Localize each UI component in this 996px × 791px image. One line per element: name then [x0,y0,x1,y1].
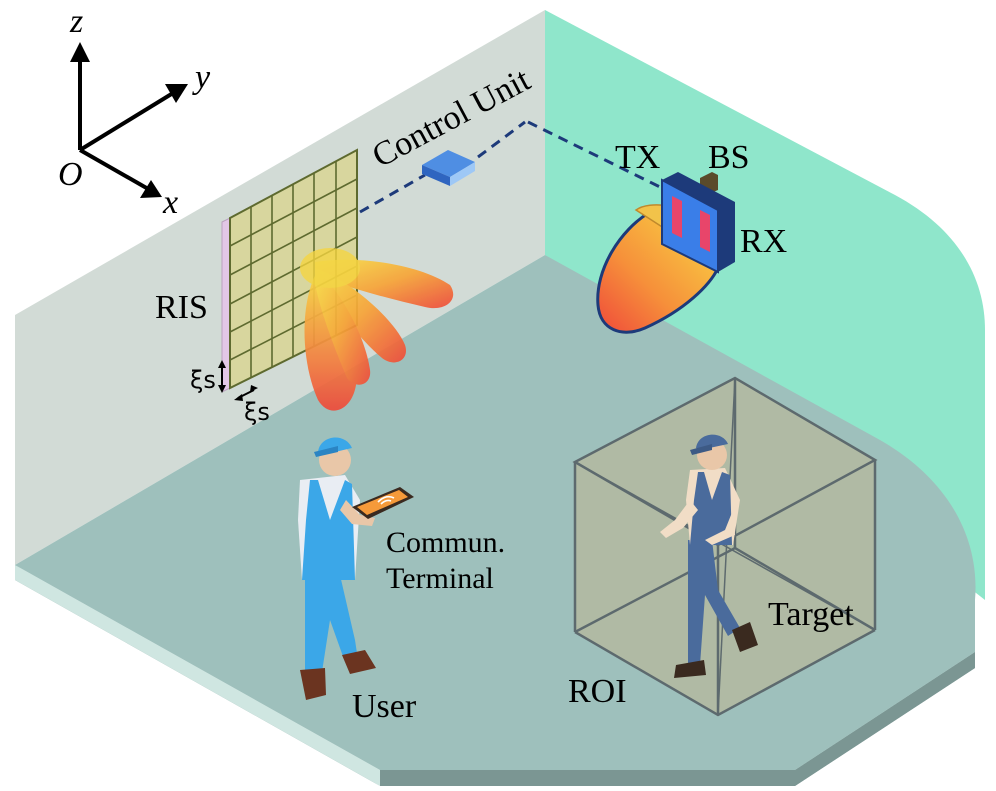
coordinate-axes: z y x O [58,3,211,221]
ris-beam-lobe-middle [315,268,371,385]
target-label: Target [768,596,854,633]
xi-horizontal-label: ξs [244,398,270,426]
target-legs [688,540,740,665]
target-arm2 [705,510,735,545]
link-control-corner [477,120,526,159]
y-axis [78,88,180,152]
control-links [359,120,663,214]
target-overalls [690,472,732,545]
terminal-label-line1: Commun. [386,526,505,559]
user-person [298,437,414,700]
ris-label: RIS [155,289,208,326]
wifi-icon [377,495,395,505]
control-unit-right [450,162,475,186]
xi-vertical-arrow-up-icon [218,360,226,368]
target-cap [696,434,728,450]
bs-tx-antenna [672,196,682,238]
xi-horizontal-arrow-right-icon [250,385,258,392]
user-shoes [300,650,376,700]
user-cap-brim [314,446,338,457]
bs-device [661,172,735,274]
target-cap-brim [690,444,712,455]
link-ris-control [359,173,426,214]
bs-label: BS [708,139,750,176]
rx-label: RX [740,223,787,260]
tx-label: TX [615,139,660,176]
room [15,10,985,786]
floor-edge-left [15,565,380,786]
bs-rx-antenna [700,210,710,252]
ris-beam-source [300,248,360,288]
target-person [660,434,758,678]
x-axis [79,148,151,192]
control-unit-device [422,150,475,186]
ris-grid [229,161,358,378]
z-axis-label: z [69,3,83,40]
link-corner-bs [527,120,663,190]
user-overalls [302,480,355,580]
target-shoes [674,622,758,678]
origin-label: O [58,156,83,193]
z-axis-arrow-icon [70,42,90,62]
terminal-label-line2: Terminal [386,562,494,595]
xi-vertical-label: ξs [190,366,216,394]
y-axis-arrow-icon [165,84,188,103]
xi-horizontal-arrow-left-icon [234,394,243,401]
floor-edge-front [380,652,975,786]
control-unit-left [422,165,450,186]
user-legs [305,575,358,672]
ris-beam-lobe-diagonal [315,268,406,363]
roi-box-edges [572,376,878,717]
y-axis-label: y [192,59,211,96]
user-label: User [352,688,417,725]
xi-vertical-arrow-down-icon [218,385,226,393]
x-axis-label: x [162,184,178,221]
roi-box [572,376,878,717]
ris-beam-pattern [300,248,454,411]
control-unit-top [422,150,475,177]
user-arm [340,500,375,526]
x-axis-arrow-icon [140,180,162,198]
element-spacing-markers: ξs ξs [190,360,270,426]
target-arm [660,500,698,538]
roi-label: ROI [568,673,627,710]
